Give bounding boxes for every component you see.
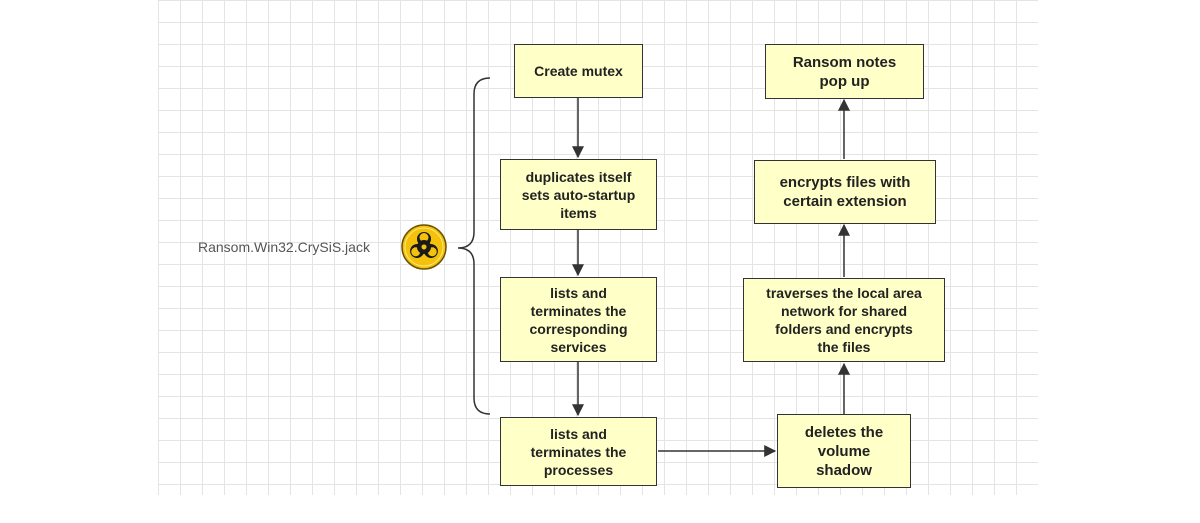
malware-name-label: Ransom.Win32.CrySiS.jack [198, 239, 370, 255]
step-terminate-processes: lists and terminates the processes [500, 417, 657, 486]
step-terminate-services: lists and terminates the corresponding s… [500, 277, 657, 362]
step-delete-volume-shadow: deletes the volume shadow [777, 414, 911, 488]
step-ransom-notes: Ransom notes pop up [765, 44, 924, 99]
step-duplicates-itself: duplicates itself sets auto-startup item… [500, 159, 657, 230]
step-encrypt-files: encrypts files with certain extension [754, 160, 936, 224]
step-create-mutex: Create mutex [514, 44, 643, 98]
step-traverse-network: traverses the local area network for sha… [743, 278, 945, 362]
grouping-brace [457, 77, 491, 415]
